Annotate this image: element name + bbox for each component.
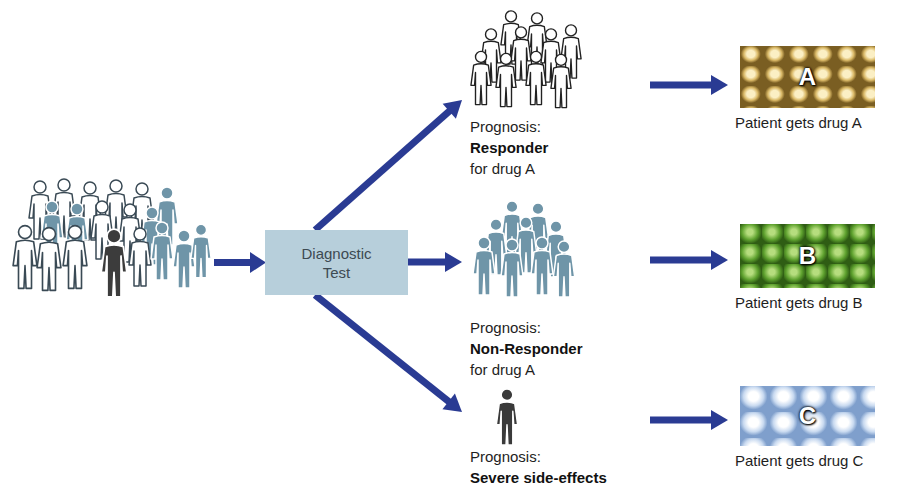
arrow-head: [711, 250, 728, 270]
drug-caption: Patient gets drug C: [735, 451, 863, 470]
pill-photo: A: [740, 46, 875, 108]
arrow-shaft: [650, 417, 713, 424]
arrow-head: [443, 100, 462, 119]
flow-arrow: [315, 295, 462, 412]
drug-letter: A: [799, 63, 816, 91]
prognosis-group: Prognosis:Responderfor drug A: [462, 8, 650, 179]
arrow-shaft: [315, 110, 451, 230]
test-box: Diagnostic Test: [265, 230, 408, 295]
flow-arrow: [650, 250, 728, 270]
drug-panel: A Patient gets drug A: [728, 46, 915, 132]
box-label: Diagnostic Test: [289, 244, 385, 282]
arrow-head: [711, 75, 728, 95]
drug-panel: B Patient gets drug B: [728, 224, 915, 312]
drug-letter: B: [799, 242, 816, 270]
drug-letter: C: [799, 402, 816, 430]
prognosis-outcome: Non-Responder: [470, 338, 583, 359]
pill-photo: C: [740, 386, 875, 446]
arrow-shaft: [650, 257, 713, 264]
prognosis-group: Prognosis:Severe side-effects: [462, 380, 650, 488]
flow-arrow: [408, 252, 462, 272]
arrow-head: [445, 252, 462, 272]
flow-arrow: [650, 75, 728, 95]
drug-caption: Patient gets drug B: [735, 293, 863, 312]
drug-panel: C Patient gets drug C: [728, 386, 915, 470]
arrow-shaft: [315, 295, 450, 403]
prognosis-group: Prognosis:Non-Responderfor drug A: [462, 195, 650, 380]
arrow-shaft: [650, 82, 713, 89]
prognosis-text: Prognosis:: [470, 446, 541, 467]
prognosis-outcome: Severe side-effects: [470, 467, 607, 488]
non-responder-figures: [473, 201, 575, 297]
responder-figures: [471, 11, 581, 108]
arrow-head: [711, 410, 728, 430]
input-arrow: [214, 252, 266, 273]
flow-arrow: [650, 410, 728, 430]
prognosis-text: Prognosis:: [470, 116, 541, 137]
prognosis-text: Prognosis:: [470, 317, 541, 338]
arrow-shaft: [408, 259, 447, 266]
arrow-head: [442, 394, 462, 412]
drug-caption: Patient gets drug A: [735, 113, 862, 132]
prognosis-text: for drug A: [470, 158, 535, 179]
population-figures: [13, 179, 211, 297]
pill-photo: B: [740, 224, 875, 288]
side-effect-figure: [496, 389, 517, 445]
prognosis-outcome: Responder: [470, 137, 548, 158]
flow-arrow: [315, 100, 462, 230]
prognosis-text: for drug A: [470, 359, 535, 380]
